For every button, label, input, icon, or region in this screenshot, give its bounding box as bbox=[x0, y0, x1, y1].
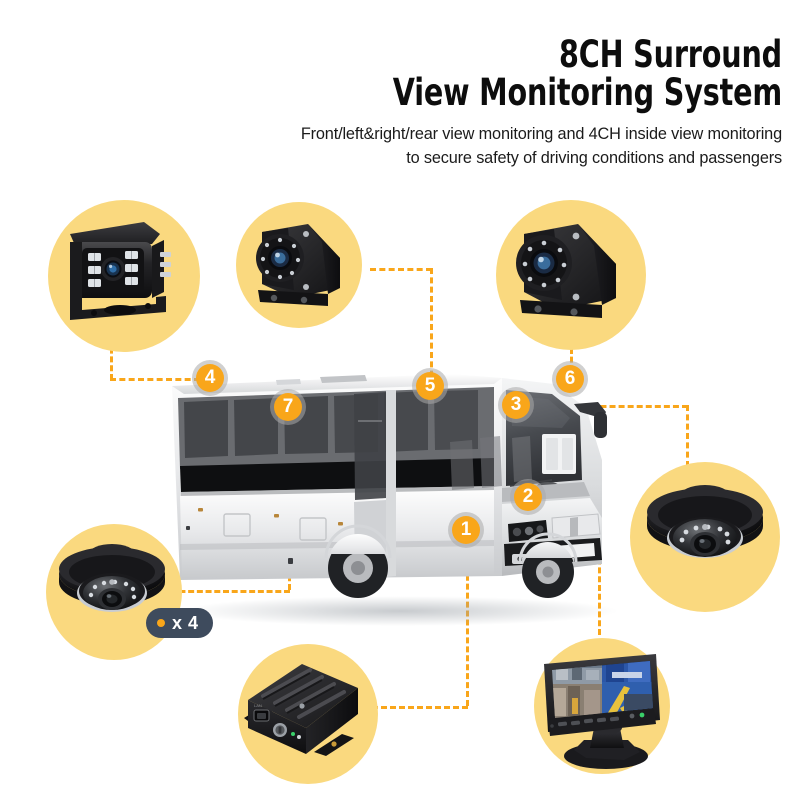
marker-label-6: 6 bbox=[556, 365, 584, 393]
marker-badge-1[interactable]: 1 bbox=[448, 512, 484, 548]
marker-badge-7[interactable]: 7 bbox=[270, 389, 306, 425]
header: 8CH Surround View Monitoring System Fron… bbox=[222, 33, 782, 171]
monitor-art bbox=[544, 654, 660, 769]
quantity-badge-x4: x 4 bbox=[146, 608, 213, 638]
rear-camera-art bbox=[70, 222, 171, 320]
mdvr-art: LAN bbox=[244, 664, 358, 756]
device-side-view-camera-right bbox=[496, 200, 646, 350]
marker-badge-6[interactable]: 6 bbox=[552, 361, 588, 397]
marker-label-7: 7 bbox=[274, 393, 302, 421]
title-line-2: View Monitoring System bbox=[392, 71, 782, 115]
marker-label-4: 4 bbox=[196, 364, 224, 392]
dome-camera-art bbox=[647, 485, 763, 558]
device-mobile-dvr-recorder: LAN bbox=[238, 644, 378, 784]
marker-label-1: 1 bbox=[452, 516, 480, 544]
connector-5-horizontal bbox=[370, 268, 432, 271]
marker-label-5: 5 bbox=[416, 372, 444, 400]
connector-7-horizontal bbox=[162, 590, 290, 593]
marker-badge-3[interactable]: 3 bbox=[498, 387, 534, 423]
device-side-view-camera-left bbox=[236, 202, 362, 328]
marker-badge-2[interactable]: 2 bbox=[510, 479, 546, 515]
dome-camera-art bbox=[59, 544, 165, 612]
connector-1-horizontal bbox=[372, 706, 468, 709]
marker-badge-5[interactable]: 5 bbox=[412, 368, 448, 404]
marker-label-3: 3 bbox=[502, 391, 530, 419]
side-camera-art bbox=[516, 224, 616, 318]
connector-5-vertical bbox=[430, 268, 433, 386]
connector-3-vertical bbox=[686, 405, 689, 467]
device-dome-camera-inside bbox=[46, 524, 182, 660]
connector-4-horizontal bbox=[110, 378, 200, 381]
connector-3-horizontal bbox=[528, 405, 688, 408]
marker-badge-4[interactable]: 4 bbox=[192, 360, 228, 396]
quantity-label: x 4 bbox=[172, 612, 199, 633]
device-rear-view-ir-camera bbox=[48, 200, 200, 352]
quantity-dot-icon bbox=[157, 619, 165, 627]
subtitle-line-1: Front/left&right/rear view monitoring an… bbox=[300, 125, 782, 144]
svg-text:LAN: LAN bbox=[254, 703, 262, 708]
side-camera-art bbox=[256, 224, 340, 306]
connector-4-vertical bbox=[110, 330, 113, 380]
device-seven-inch-monitor bbox=[534, 638, 670, 774]
title-line-1: 8CH Surround bbox=[559, 33, 782, 76]
connector-6-vertical bbox=[570, 322, 573, 380]
bus-illustration bbox=[150, 368, 650, 630]
device-dome-camera-right bbox=[630, 462, 780, 612]
subtitle-line-2: to secure safety of driving conditions a… bbox=[406, 149, 782, 168]
marker-label-2: 2 bbox=[514, 483, 542, 511]
connector-2-vertical bbox=[598, 497, 601, 635]
